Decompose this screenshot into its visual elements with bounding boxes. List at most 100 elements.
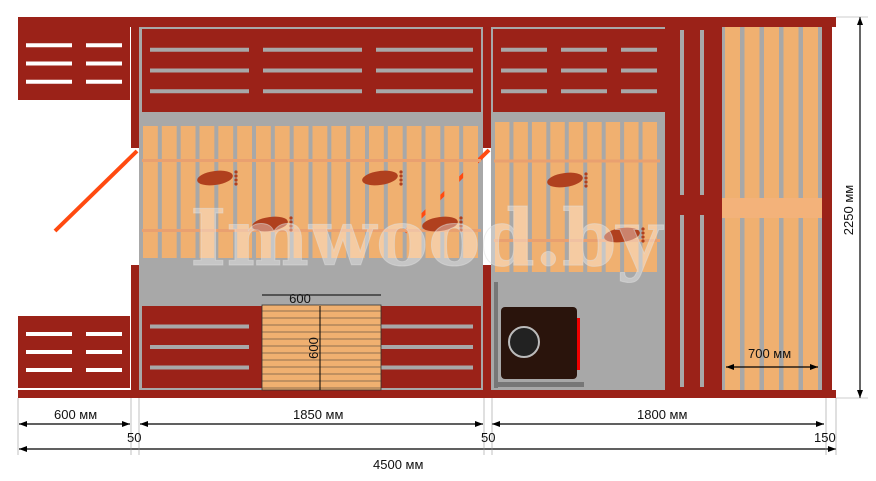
footprint-toe [584, 176, 588, 180]
arrowhead [492, 421, 500, 427]
arrowhead [857, 17, 863, 25]
arrowhead [816, 421, 824, 427]
bench-gap [700, 215, 704, 387]
bench-gap [501, 68, 547, 73]
footprint-sole [197, 170, 233, 186]
stove-tank [508, 326, 540, 358]
sauna-stove-icon [494, 282, 584, 388]
dim-depth: 2250 мм [841, 185, 856, 235]
footprint-toe [289, 220, 293, 224]
footprint-toe [234, 170, 238, 174]
dim-wall3: 150 [814, 430, 836, 445]
bench-gap [150, 89, 249, 94]
footprint-icon [362, 170, 403, 186]
footprint-toe [459, 220, 463, 224]
bench-gap [86, 79, 122, 84]
footprint-toe [399, 170, 403, 174]
bench-gap [26, 43, 72, 48]
right-wall [822, 27, 832, 390]
dim-terrace: 600 мм [54, 407, 97, 422]
footprint-toe [459, 216, 463, 220]
footprint-toe [234, 182, 238, 186]
bench-gap [561, 89, 607, 94]
bench-gap [376, 89, 473, 94]
footprint-icon [197, 170, 238, 186]
stove-guard [494, 382, 584, 387]
arrowhead [857, 390, 863, 398]
bench-gap [376, 324, 473, 329]
footprint-toe [289, 228, 293, 232]
bench-gap [501, 89, 547, 94]
footprint-toe [289, 224, 293, 228]
bottom-wall [18, 390, 836, 398]
dim-lounger: 700 мм [748, 346, 791, 361]
footprint-toe [641, 231, 645, 235]
furniture [18, 27, 822, 391]
dim-room1: 1850 мм [293, 407, 343, 422]
bench-gap [621, 68, 657, 73]
footprint-sole [547, 172, 583, 188]
bench-gap [26, 61, 72, 66]
bench-gap [263, 68, 362, 73]
footprint-icon [547, 172, 588, 188]
door-1 [53, 149, 139, 233]
bench-gap [263, 89, 362, 94]
bench-gap [561, 47, 607, 52]
footprint-toe [641, 235, 645, 239]
footprint-icon [604, 227, 645, 243]
bench-gap [561, 68, 607, 73]
bench-gap [263, 47, 362, 52]
bench-gap [26, 79, 72, 84]
room2-floor-grate [494, 122, 660, 272]
grate-crossbar [494, 159, 660, 163]
footprint-toe [399, 182, 403, 186]
dim-arrow-lounger [726, 364, 818, 370]
grate-plank [143, 126, 158, 258]
bench-gap [150, 365, 249, 370]
grate-crossbar [142, 159, 481, 162]
bench-gap [86, 61, 122, 66]
room2-side-bench [665, 27, 722, 390]
outer-wall-upper [131, 27, 139, 148]
bench-gap [26, 350, 72, 354]
bench-gap [621, 89, 657, 94]
footprint-icon [422, 216, 463, 232]
footprint-sole [422, 216, 458, 232]
partition-wall-lower [483, 265, 491, 390]
dim-wall2: 50 [481, 430, 495, 445]
watermark: Imwood.by [190, 193, 664, 284]
bench-gap [26, 368, 72, 372]
bench-gap [86, 368, 122, 372]
footprint-toe [234, 178, 238, 182]
arrowhead [475, 421, 483, 427]
grate-plank [161, 126, 177, 258]
footprint-sole [362, 170, 398, 186]
bench-gap [86, 332, 122, 336]
bench-gap [376, 365, 473, 370]
bench-gap [680, 30, 684, 195]
footprint-toe [399, 178, 403, 182]
dim-arrow-room2 [492, 421, 824, 427]
footprint-toe [584, 172, 588, 176]
bench-gap [150, 324, 249, 329]
footprint-sole [252, 216, 288, 232]
arrowhead [19, 421, 27, 427]
dimension-lines [17, 16, 868, 455]
table [261, 294, 382, 391]
table-top [262, 305, 381, 390]
bench-gap [501, 47, 547, 52]
table-outline [261, 304, 382, 391]
arrowhead [810, 364, 818, 370]
lounger-crossbar [722, 198, 822, 218]
room1-floor-grate [142, 126, 481, 258]
bench-gap [86, 43, 122, 48]
dim-room2: 1800 мм [637, 407, 687, 422]
dim-arrow-terrace [19, 421, 130, 427]
partition-wall-upper [483, 27, 491, 148]
dim-total-length: 4500 мм [373, 457, 423, 472]
grate-crossbar [142, 228, 481, 232]
lounger [722, 27, 822, 390]
bench-gap [150, 47, 249, 52]
footprint-sole [604, 227, 640, 243]
arrowhead [828, 446, 836, 452]
